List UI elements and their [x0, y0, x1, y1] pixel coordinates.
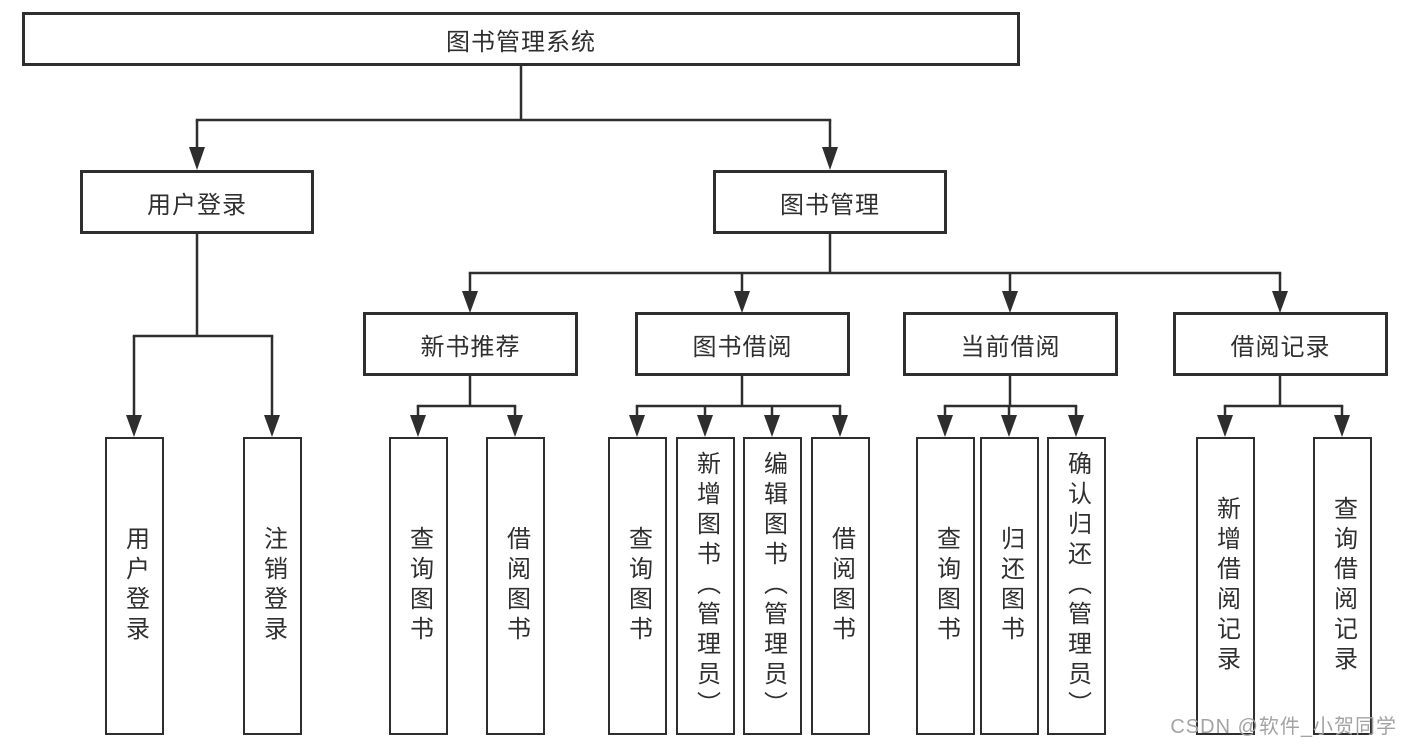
node-book-management: 图书管理	[713, 170, 947, 234]
leaf-query-borrow-record: 查询借阅记录	[1313, 437, 1372, 735]
leaf-return-book: 归还图书	[980, 437, 1039, 735]
leaf-user-login: 用户登录	[105, 437, 164, 735]
leaf-confirm-return-admin: 确认归还（管理员）	[1047, 437, 1106, 735]
node-borrow-records: 借阅记录	[1173, 312, 1388, 376]
node-library-management-system: 图书管理系统	[22, 12, 1020, 66]
node-user-login: 用户登录	[80, 170, 314, 234]
leaf-logout-login: 注销登录	[243, 437, 302, 735]
leaf-edit-book-admin: 编辑图书（管理员）	[743, 437, 802, 735]
leaf-query-books-current: 查询图书	[916, 437, 975, 735]
node-current-borrow: 当前借阅	[903, 312, 1118, 376]
leaf-add-book-admin: 新增图书（管理员）	[676, 437, 735, 735]
leaf-query-books-borrow: 查询图书	[608, 437, 667, 735]
leaf-query-books-recommend: 查询图书	[389, 437, 448, 735]
node-book-borrow: 图书借阅	[635, 312, 850, 376]
watermark: CSDN @软件_小贺同学	[1170, 716, 1397, 738]
node-new-book-recommend: 新书推荐	[363, 312, 578, 376]
leaf-borrow-books: 借阅图书	[811, 437, 870, 735]
leaf-add-borrow-record: 新增借阅记录	[1196, 437, 1255, 735]
leaf-borrow-books-recommend: 借阅图书	[486, 437, 545, 735]
